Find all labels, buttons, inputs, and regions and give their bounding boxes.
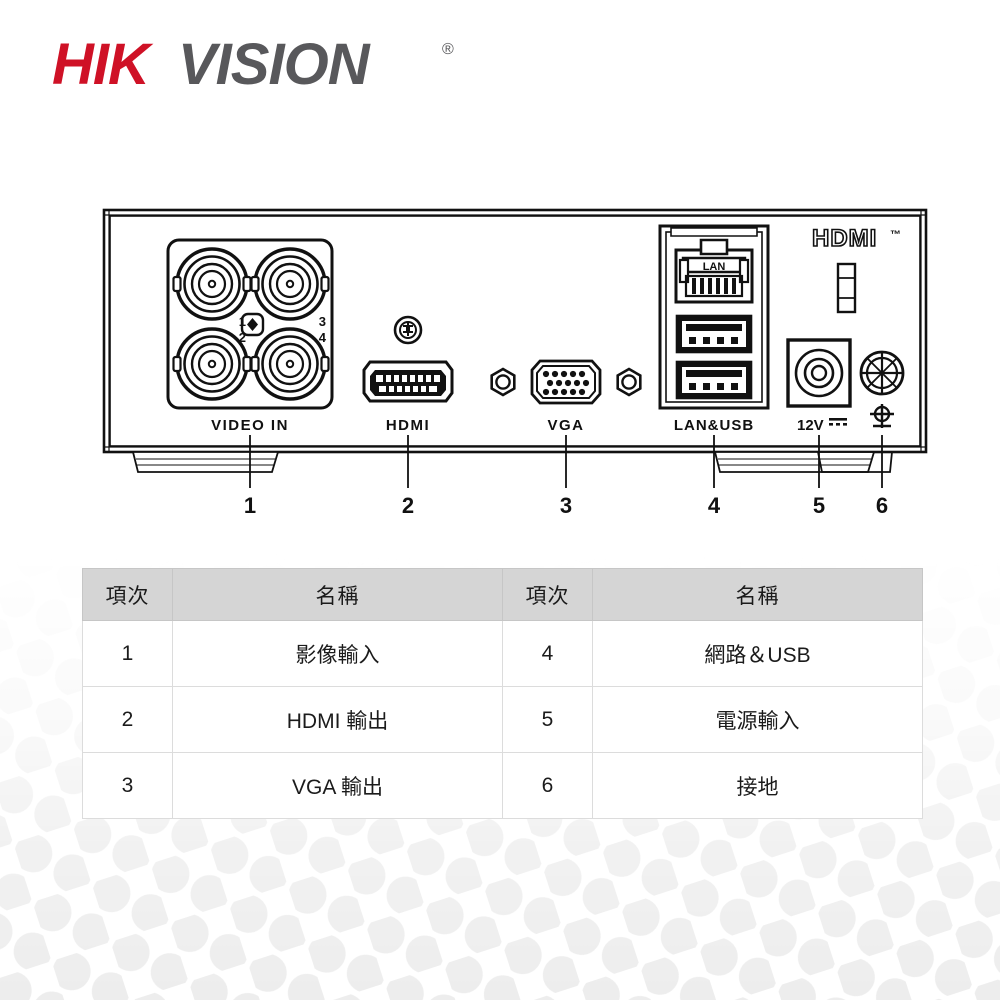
vga-screw-left bbox=[490, 367, 516, 397]
cell-index-4: 4 bbox=[502, 620, 593, 687]
logo-vision-text: VISION bbox=[178, 34, 371, 96]
table-header: 項次 名稱 項次 名稱 bbox=[82, 568, 923, 621]
cell-name-2: HDMI 輸出 bbox=[172, 686, 503, 753]
callout-number-1: 1 bbox=[244, 493, 256, 518]
cell-index-3: 3 bbox=[82, 752, 173, 819]
port-legend-table-container: 項次 名稱 項次 名稱 1 影像輸入 4 網路＆USB 2 HDMI 輸出 5 … bbox=[82, 568, 923, 819]
bnc-label-3: 3 bbox=[319, 314, 326, 329]
callout-number-5: 5 bbox=[813, 493, 825, 518]
cell-name-5: 電源輸入 bbox=[592, 686, 923, 753]
bnc-label-1: 1 bbox=[239, 314, 246, 329]
table-row: 2 HDMI 輸出 5 電源輸入 bbox=[82, 686, 923, 753]
bnc-label-4: 4 bbox=[319, 330, 327, 345]
power-voltage-label: 12V bbox=[797, 417, 824, 434]
callout-number-2: 2 bbox=[402, 493, 414, 518]
hdmi-port-label: HDMI bbox=[386, 417, 430, 434]
table-row: 1 影像輸入 4 網路＆USB bbox=[82, 620, 923, 687]
cell-name-1: 影像輸入 bbox=[172, 620, 503, 687]
bnc-connector-4 bbox=[249, 327, 331, 401]
logo-registered-mark: ® bbox=[442, 41, 454, 58]
header-name-right: 名稱 bbox=[592, 568, 923, 621]
callout-number-3: 3 bbox=[560, 493, 572, 518]
logo-hik-text: HIK bbox=[52, 34, 154, 96]
power-input-group: 12V bbox=[786, 338, 852, 434]
vga-screw-right bbox=[616, 367, 642, 397]
callout-number-6: 6 bbox=[876, 493, 888, 518]
bnc-connector-3 bbox=[249, 247, 331, 321]
header-item-right: 項次 bbox=[502, 568, 593, 621]
bnc-label-2: 2 bbox=[239, 330, 246, 345]
cell-name-3: VGA 輸出 bbox=[172, 752, 503, 819]
cell-index-6: 6 bbox=[502, 752, 593, 819]
header-name-left: 名稱 bbox=[172, 568, 503, 621]
table-row: 3 VGA 輸出 6 接地 bbox=[82, 752, 923, 819]
cell-name-6: 接地 bbox=[592, 752, 923, 819]
rj45-lan-text: LAN bbox=[703, 261, 726, 273]
chassis-foot-left bbox=[131, 451, 280, 473]
cell-index-1: 1 bbox=[82, 620, 173, 687]
video-in-port-group: 1 2 3 4 VIDEO IN bbox=[166, 238, 334, 434]
panel-screw-hdmi bbox=[393, 315, 423, 345]
cell-index-5: 5 bbox=[502, 686, 593, 753]
vga-connector bbox=[530, 359, 602, 405]
vga-port-label: VGA bbox=[547, 417, 584, 434]
hdmi-logo-tm: ™ bbox=[890, 229, 901, 241]
table-body: 1 影像輸入 4 網路＆USB 2 HDMI 輸出 5 電源輸入 3 VGA 輸… bbox=[82, 620, 923, 819]
hikvision-logo-svg: HIK VISION ® bbox=[52, 34, 455, 96]
hdmi-connector bbox=[362, 360, 454, 403]
usb-connector-1 bbox=[675, 314, 753, 354]
table-header-row: 項次 名稱 項次 名稱 bbox=[82, 568, 923, 621]
callout-numbers: 1 2 3 4 5 6 bbox=[244, 493, 888, 518]
usb-connector-2 bbox=[675, 360, 753, 400]
header-item-left: 項次 bbox=[82, 568, 173, 621]
lan-usb-port-group: LAN bbox=[658, 224, 770, 434]
dvr-rear-panel-svg: 1 2 3 4 VIDEO IN bbox=[102, 208, 928, 518]
dvr-rear-panel-illustration: 1 2 3 4 VIDEO IN bbox=[100, 198, 930, 518]
chassis-foot-right bbox=[713, 451, 893, 473]
cell-name-4: 網路＆USB bbox=[592, 620, 923, 687]
port-legend-table: 項次 名稱 項次 名稱 1 影像輸入 4 網路＆USB 2 HDMI 輸出 5 … bbox=[82, 568, 923, 819]
lan-usb-port-label: LAN&USB bbox=[674, 417, 754, 434]
video-in-label: VIDEO IN bbox=[211, 417, 289, 434]
rj45-lan-connector: LAN bbox=[674, 238, 754, 304]
cell-index-2: 2 bbox=[82, 686, 173, 753]
panel-sticker bbox=[836, 262, 857, 314]
hdmi-logo-text: HDMI bbox=[812, 225, 877, 252]
callout-number-4: 4 bbox=[708, 493, 721, 518]
hikvision-logo: HIK VISION ® bbox=[52, 34, 462, 96]
bnc-connector-1 bbox=[171, 247, 253, 321]
